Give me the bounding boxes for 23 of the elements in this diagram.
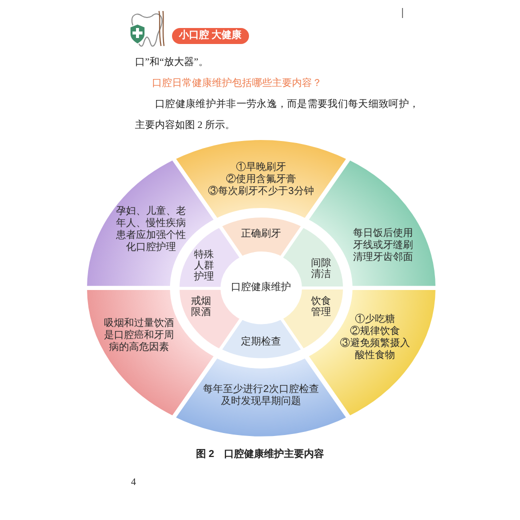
page-number: 4 [131, 477, 136, 489]
description-text: 孕妇、儿童、老年人、慢性疾病患者应加强个性化口腔护理 [115, 206, 187, 254]
section-heading: 口腔日常健康维护包括哪些主要内容？ [152, 77, 322, 91]
body-paragraph: 口腔健康维护并非一劳永逸，而是需要我们每天细致呵护，主要内容如图 2 所示。 [135, 98, 419, 133]
list-item: ③每次刷牙不少于3分钟 [208, 186, 314, 198]
list-item: ③避免频繁摄入酸性食物 [339, 338, 411, 362]
list-item: ①少吃糖 [355, 314, 395, 326]
center-label: 口腔健康维护 [231, 282, 291, 294]
category-label: 特殊人群护理 [194, 249, 214, 282]
category-label: 间隙清洁 [310, 258, 332, 280]
list-item: ②规律饮食 [350, 326, 400, 338]
title-banner: 小口腔 大健康 [172, 28, 248, 44]
category-label: 戒烟限酒 [190, 296, 212, 318]
category-label: 定期检查 [241, 336, 281, 348]
category-label: 正确刷牙 [241, 228, 281, 240]
body-text: 口”和“放大器”。 [135, 56, 208, 70]
figure-caption: 图 2 口腔健康维护主要内容 [196, 448, 324, 461]
description-text: 吸烟和过量饮酒是口腔癌和牙周病的高危因素 [103, 318, 175, 354]
list-item: ①早晚刷牙 [236, 162, 286, 174]
category-label: 饮食管理 [310, 296, 332, 318]
description-text: 每年至少进行2次口腔检查及时发现早期问题 [202, 384, 320, 408]
description-text: 每日饭后使用牙线或牙缝刷清理牙齿邻面 [352, 228, 414, 264]
list-item: ②使用含氟牙膏 [226, 174, 296, 186]
